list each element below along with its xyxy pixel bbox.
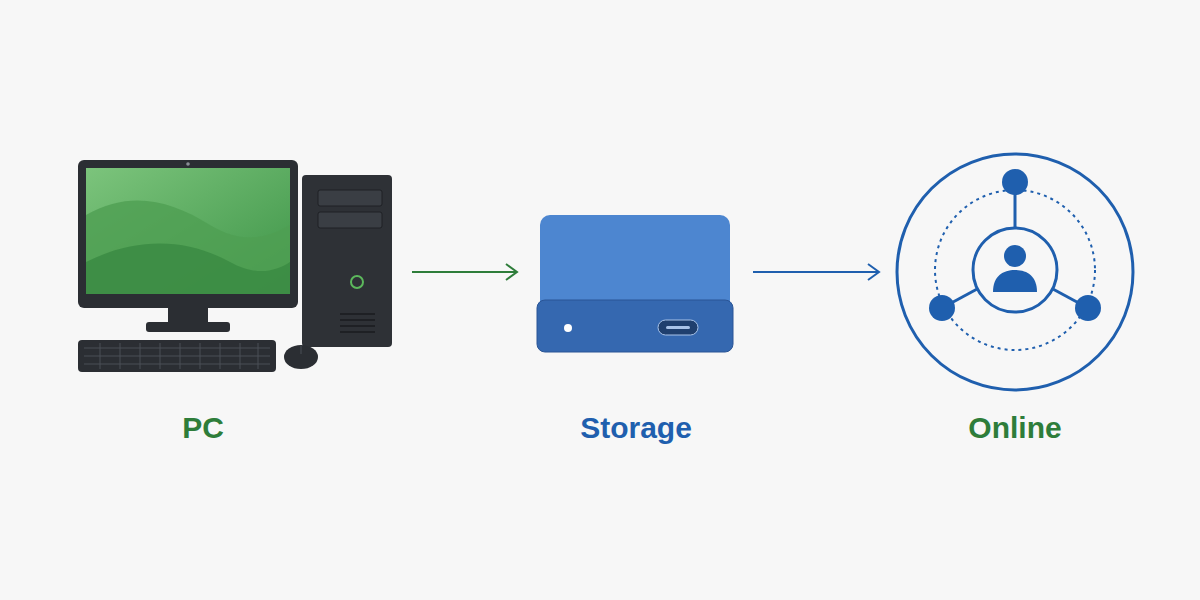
storage-illustration xyxy=(537,215,733,352)
pc-tower xyxy=(302,175,392,347)
network-dot xyxy=(1075,295,1101,321)
pc-illustration xyxy=(78,160,392,372)
network-dot xyxy=(929,295,955,321)
arrow-line xyxy=(753,271,879,273)
monitor-base xyxy=(146,322,230,332)
screen-wave xyxy=(86,244,290,294)
network-link xyxy=(1014,190,1017,228)
illustration-node: Storage xyxy=(535,212,735,332)
flow-arrow xyxy=(412,264,517,280)
drive-led xyxy=(564,324,572,332)
mouse-button-split xyxy=(301,346,302,354)
drive-bay xyxy=(318,190,382,206)
illustration-node: Online xyxy=(897,154,1133,390)
user-body xyxy=(993,270,1037,292)
usb-c-port xyxy=(658,320,698,335)
drive-bay xyxy=(318,212,382,228)
node-label: PC xyxy=(83,410,323,446)
tower-vents xyxy=(340,314,375,332)
network-dot xyxy=(1002,169,1028,195)
arrow-line xyxy=(412,271,517,273)
arrow-head xyxy=(868,264,879,280)
keyboard xyxy=(78,340,276,372)
user-head xyxy=(1004,245,1026,267)
keyboard-keys xyxy=(84,343,270,369)
online-illustration xyxy=(897,154,1133,390)
flow-arrow xyxy=(753,264,879,280)
power-button xyxy=(351,276,363,288)
monitor-frame xyxy=(78,160,298,308)
outer-ring xyxy=(897,154,1133,390)
monitor-screen xyxy=(86,168,290,294)
node-label: Storage xyxy=(516,410,756,446)
usb-c-pin xyxy=(666,326,690,329)
camera-dot xyxy=(186,162,190,166)
illustration-node: PC xyxy=(76,156,394,388)
user-ring xyxy=(973,228,1057,312)
monitor-neck xyxy=(168,308,208,324)
screen-wave xyxy=(86,201,290,294)
drive-front xyxy=(537,300,733,352)
dotted-ring xyxy=(935,190,1095,350)
arrow-head xyxy=(506,264,517,280)
mouse xyxy=(284,345,318,369)
node-label: Online xyxy=(895,410,1135,446)
